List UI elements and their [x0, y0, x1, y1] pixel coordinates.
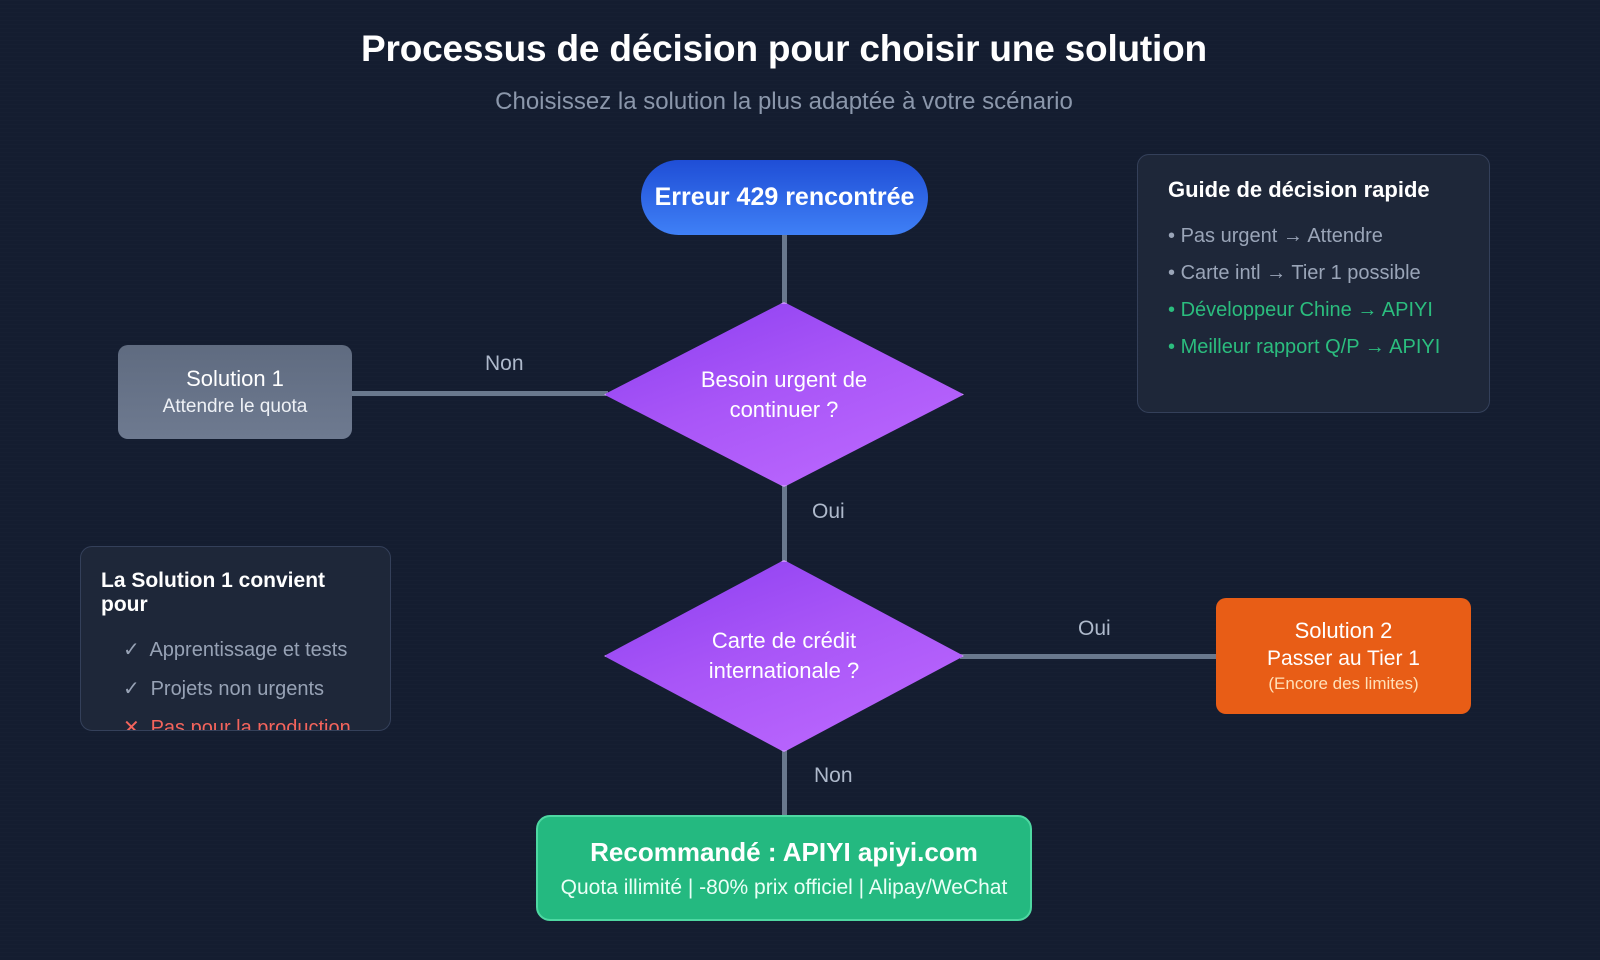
guide-item-text: Développeur Chine → APIYI [1180, 299, 1433, 321]
node-solution-1[interactable]: Solution 1 Attendre le quota [118, 345, 352, 439]
page-subtitle: Choisissez la solution la plus adaptée à… [495, 88, 1073, 115]
node-recommendation-apiyi[interactable]: Recommandé : APIYI apiyi.com Quota illim… [536, 815, 1032, 921]
node-recommendation-subtitle: Quota illimité | -80% prix officiel | Al… [560, 875, 1008, 899]
decision1-line1: Besoin urgent de [700, 366, 868, 392]
node-solution-2-subtitle: Passer au Tier 1 [1267, 647, 1420, 670]
suits-item-text: Apprentissage et tests [149, 639, 348, 661]
edge-label-decision1-yes: Oui [812, 500, 845, 523]
node-decision-urgent-need[interactable]: Besoin urgent de continuer ? [604, 302, 964, 487]
cross-icon: ✕ [123, 717, 140, 731]
node-solution-2[interactable]: Solution 2 Passer au Tier 1 (Encore des … [1216, 598, 1471, 714]
list-item: • Développeur Chine → APIYI [1168, 299, 1459, 322]
list-item: • Meilleur rapport Q/P → APIYI [1168, 336, 1459, 359]
bullet-icon: • [1168, 299, 1176, 321]
node-recommendation-title: Recommandé : APIYI apiyi.com [590, 836, 978, 867]
decision1-line2: continuer ? [729, 396, 839, 422]
node-start-error-429[interactable]: Erreur 429 rencontrée [641, 160, 928, 235]
quick-decision-guide-list: • Pas urgent → Attendre • Carte intl → T… [1168, 225, 1459, 359]
list-item: ✓ Apprentissage et tests [123, 637, 370, 662]
edge-label-decision2-no: Non [814, 764, 853, 787]
node-decision-urgent-need-text: Besoin urgent de continuer ? [604, 302, 964, 487]
check-icon: ✓ [123, 678, 140, 700]
suits-item-text: Pas pour la production [150, 717, 351, 731]
list-item: ✓ Projets non urgents [123, 676, 370, 701]
bullet-icon: • [1168, 262, 1176, 284]
solution-1-suitability-list: ✓ Apprentissage et tests ✓ Projets non u… [101, 637, 370, 731]
guide-item-text: Carte intl → Tier 1 possible [1180, 262, 1421, 284]
page-title: Processus de décision pour choisir une s… [361, 28, 1207, 69]
guide-item-text: Pas urgent → Attendre [1180, 225, 1383, 247]
bullet-icon: • [1168, 336, 1176, 358]
connector-decision2-to-recommendation [782, 750, 787, 820]
suits-item-text: Projets non urgents [150, 678, 324, 700]
decision2-line2: internationale ? [708, 658, 860, 683]
node-solution-2-note: (Encore des limites) [1268, 674, 1419, 693]
check-icon: ✓ [123, 639, 140, 661]
node-decision-international-card-text: Carte de crédit internationale ? [604, 560, 964, 752]
node-decision-international-card[interactable]: Carte de crédit internationale ? [604, 560, 964, 752]
node-solution-1-title: Solution 1 [186, 366, 284, 391]
edge-label-decision2-yes: Oui [1078, 617, 1111, 640]
node-solution-2-title: Solution 2 [1294, 618, 1393, 643]
list-item: • Carte intl → Tier 1 possible [1168, 262, 1459, 285]
connector-decision1-to-solution1 [352, 391, 608, 396]
list-item: ✕ Pas pour la production [123, 715, 370, 731]
decision2-line1: Carte de crédit [711, 628, 857, 654]
solution-1-suitability-panel: La Solution 1 convient pour ✓ Apprentiss… [80, 546, 391, 731]
connector-start-to-decision1 [782, 235, 787, 305]
node-solution-1-subtitle: Attendre le quota [162, 396, 308, 417]
bullet-icon: • [1168, 225, 1176, 247]
connector-decision1-to-decision2 [782, 485, 787, 563]
node-start-label: Erreur 429 rencontrée [654, 183, 915, 211]
guide-item-text: Meilleur rapport Q/P → APIYI [1180, 336, 1441, 358]
connector-decision2-to-solution2 [960, 654, 1218, 659]
solution-1-suitability-title: La Solution 1 convient pour [101, 569, 326, 616]
quick-decision-guide-title: Guide de décision rapide [1168, 177, 1430, 202]
list-item: • Pas urgent → Attendre [1168, 225, 1459, 248]
quick-decision-guide-panel: Guide de décision rapide • Pas urgent → … [1137, 154, 1490, 413]
edge-label-decision1-no: Non [485, 352, 524, 375]
